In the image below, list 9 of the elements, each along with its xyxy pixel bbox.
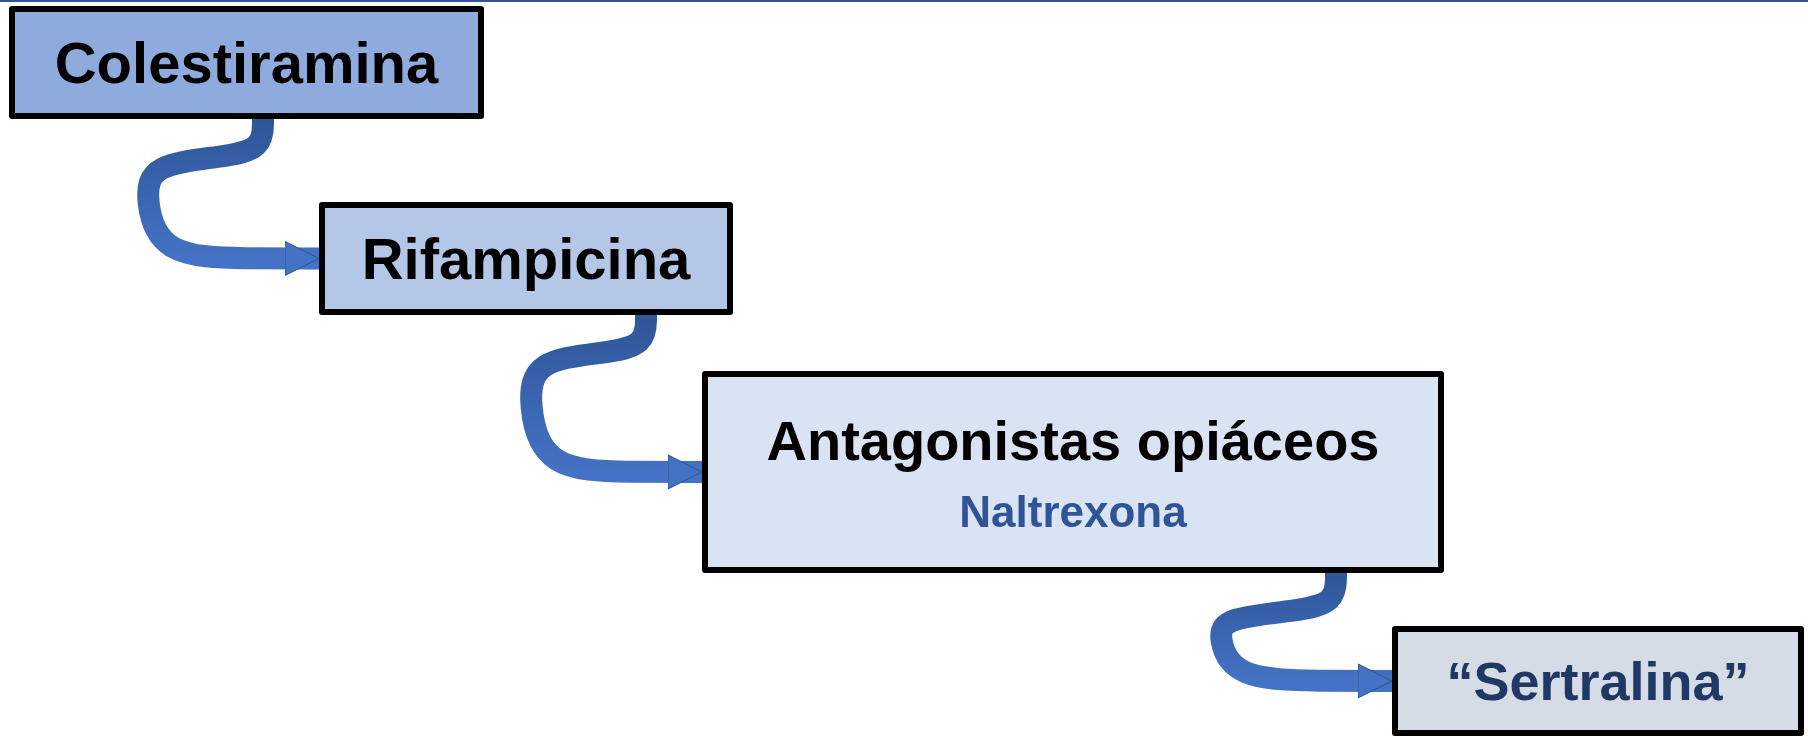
box-title: Colestiramina bbox=[54, 29, 439, 96]
process-box bbox=[702, 371, 1444, 573]
box-title: Rifampicina bbox=[361, 225, 691, 292]
box-title: Antagonistas opiáceos bbox=[766, 407, 1380, 473]
process-box bbox=[1392, 626, 1804, 736]
box-title: “Sertralina” bbox=[1446, 650, 1750, 712]
process-box bbox=[319, 202, 733, 315]
box-subtitle: Naltrexona bbox=[959, 486, 1187, 537]
process-box bbox=[9, 6, 484, 119]
